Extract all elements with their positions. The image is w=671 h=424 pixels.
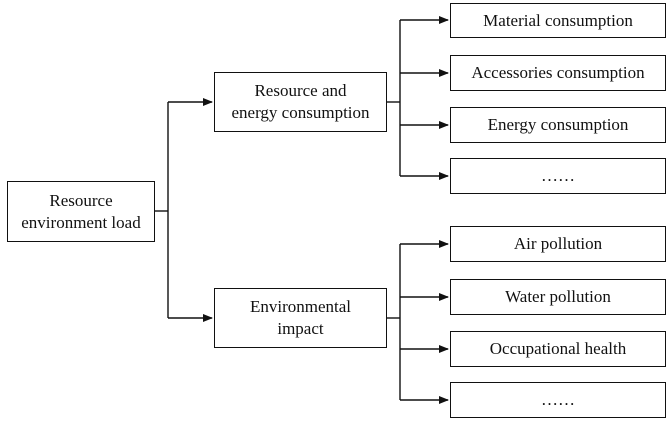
leaf-label: …… bbox=[541, 390, 575, 409]
branch-label: Environmental impact bbox=[249, 297, 352, 338]
leaf-label: Air pollution bbox=[513, 234, 603, 253]
root-node: Resource environment load bbox=[7, 181, 155, 242]
leaf-label: Water pollution bbox=[505, 287, 611, 306]
leaf-node-occupational-health: Occupational health bbox=[450, 331, 666, 367]
branch-label: Resource and energy consumption bbox=[231, 81, 370, 122]
leaf-label: Accessories consumption bbox=[471, 63, 645, 82]
leaf-label: …… bbox=[541, 166, 575, 185]
branch-node-resource-energy: Resource and energy consumption bbox=[214, 72, 387, 132]
leaf-node-material-consumption: Material consumption bbox=[450, 3, 666, 38]
leaf-label: Occupational health bbox=[489, 339, 627, 358]
leaf-node-ellipsis-1: …… bbox=[450, 158, 666, 194]
branch-node-environmental-impact: Environmental impact bbox=[214, 288, 387, 348]
leaf-node-water-pollution: Water pollution bbox=[450, 279, 666, 315]
root-label: Resource environment load bbox=[21, 190, 141, 232]
leaf-node-ellipsis-2: …… bbox=[450, 382, 666, 418]
leaf-node-air-pollution: Air pollution bbox=[450, 226, 666, 262]
leaf-node-energy-consumption: Energy consumption bbox=[450, 107, 666, 143]
leaf-node-accessories-consumption: Accessories consumption bbox=[450, 55, 666, 91]
leaf-label: Energy consumption bbox=[487, 115, 629, 134]
leaf-label: Material consumption bbox=[483, 10, 633, 30]
